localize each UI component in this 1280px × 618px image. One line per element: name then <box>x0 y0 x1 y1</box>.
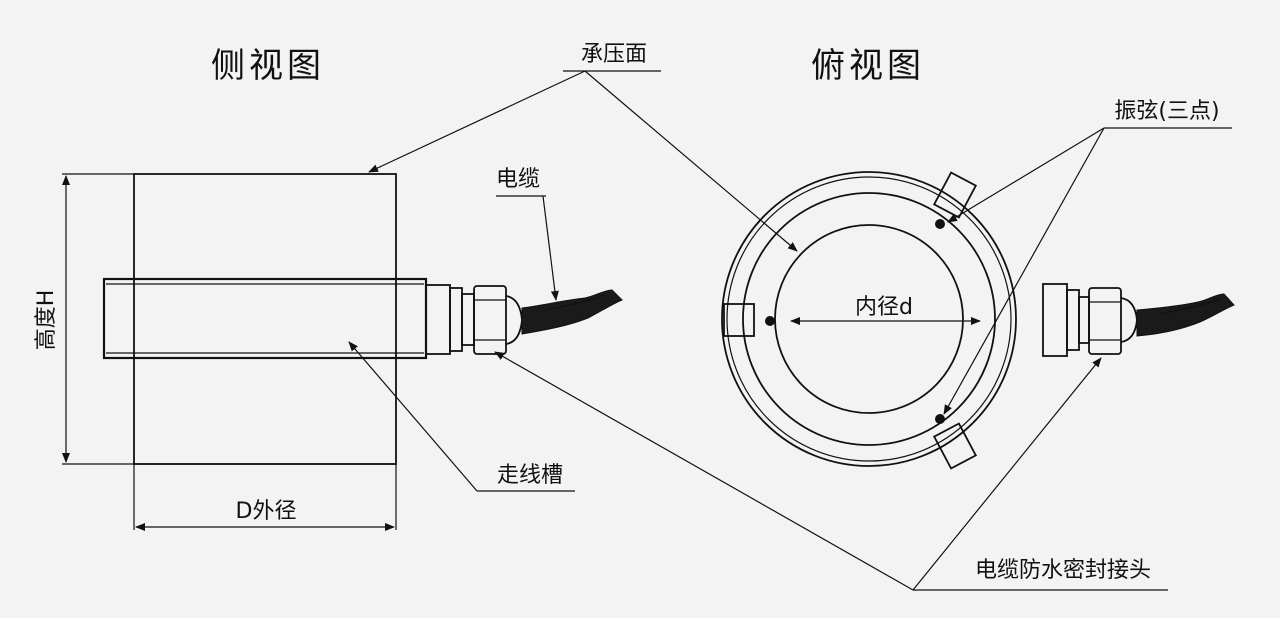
top-outer-ring <box>721 171 1017 467</box>
cable-callout: 电缆 <box>496 167 559 301</box>
outer-diameter-dimension: D外径 <box>133 464 397 531</box>
height-dimension: 高度H <box>34 173 134 465</box>
bearing-surface-callout: 承压面 <box>368 42 798 252</box>
outer-diameter-label: D外径 <box>236 499 297 524</box>
vibrating-wire-callout: 振弦(三点) <box>943 99 1232 415</box>
waterproof-connector-callout: 电缆防水密封接头 <box>494 351 1168 591</box>
top-view-title: 俯视图 <box>811 46 925 86</box>
bearing-surface-label: 承压面 <box>581 42 647 67</box>
wire-point-1 <box>935 219 945 229</box>
side-view-cylinder <box>133 173 397 465</box>
inner-diameter-dimension: 内径d <box>790 295 981 325</box>
side-view-groove-band <box>102 277 428 360</box>
wire-slot-bottom <box>932 422 978 470</box>
cable-label: 电缆 <box>496 167 540 192</box>
height-label: 高度H <box>34 290 59 351</box>
side-view-title: 侧视图 <box>211 46 325 86</box>
top-cable <box>1136 293 1235 337</box>
wire-slot-top <box>932 171 978 219</box>
top-connector <box>1042 283 1138 357</box>
wire-point-3 <box>935 414 945 424</box>
inner-diameter-label: 内径d <box>855 295 913 320</box>
vibrating-wire-label: 振弦(三点) <box>1114 99 1219 124</box>
wire-slot-left <box>723 303 755 337</box>
side-view <box>102 173 623 465</box>
wire-point-2 <box>765 316 775 326</box>
side-cable <box>521 289 623 335</box>
side-connector <box>425 284 523 355</box>
top-view <box>721 171 1235 470</box>
wiring-groove-label: 走线槽 <box>497 463 563 488</box>
waterproof-connector-label: 电缆防水密封接头 <box>975 558 1151 583</box>
wiring-groove-callout: 走线槽 <box>348 341 575 492</box>
